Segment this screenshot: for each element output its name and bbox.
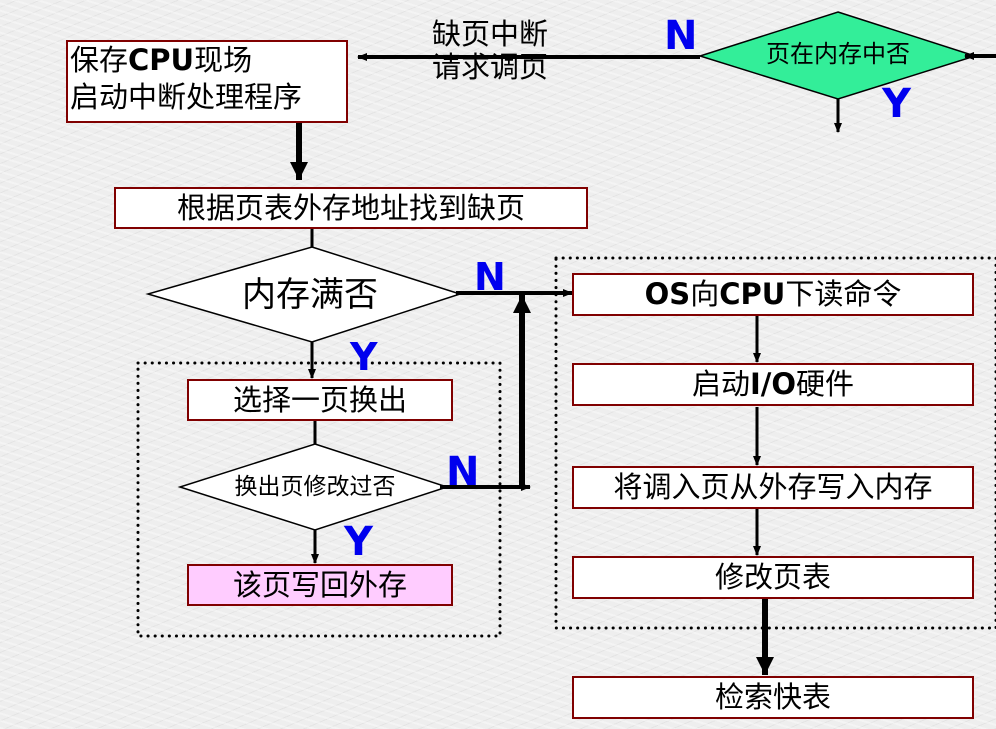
process-save-cpu-context: 保存CPU现场 启动中断处理程序 (66, 40, 348, 123)
text: 硬件 (796, 367, 855, 401)
text-bold: CPU (128, 43, 195, 77)
text: 现场 (194, 43, 253, 77)
decision-page-in-memory-label: 页在内存中否 (766, 40, 910, 68)
annotation-line-2: 请求调页 (432, 50, 549, 85)
text: 下读命令 (785, 277, 902, 311)
branch-label-memory-full-yes: Y (350, 335, 378, 379)
branch-label-page-modified-yes: Y (344, 519, 373, 565)
io-group-outline (554, 256, 996, 630)
process-load-page: 将调入页从外存写入内存 (572, 466, 974, 509)
page-fault-request-annotation: 缺页中断 请求调页 (432, 17, 549, 85)
text-bold: I/O (749, 367, 797, 401)
text: 向 (690, 277, 720, 311)
branch-label-memory-full-no: N (474, 255, 506, 299)
text: 保存 (70, 43, 129, 77)
process-search-tlb: 检索快表 (572, 676, 974, 719)
annotation-line-1: 缺页中断 (432, 17, 549, 51)
process-find-missing-page: 根据页表外存地址找到缺页 (114, 187, 588, 229)
branch-label-page-in-memory-no: N (664, 13, 698, 59)
save-context-line-2: 启动中断处理程序 (70, 80, 303, 114)
branch-label-page-modified-no: N (446, 449, 480, 495)
decision-memory-full-label: 内存满否 (242, 275, 378, 315)
text-bold: CPU (719, 277, 786, 311)
text-bold: OS (644, 277, 691, 311)
decision-page-modified-label: 换出页修改过否 (234, 474, 396, 500)
process-write-back: 该页写回外存 (187, 564, 453, 606)
process-update-page-table: 修改页表 (572, 556, 974, 599)
replacement-group-outline (136, 361, 502, 638)
save-context-line-1: 保存CPU现场 (70, 46, 252, 75)
branch-label-page-in-memory-yes: Y (882, 81, 911, 127)
text: 启动 (691, 367, 750, 401)
process-select-page-out: 选择一页换出 (187, 379, 453, 421)
